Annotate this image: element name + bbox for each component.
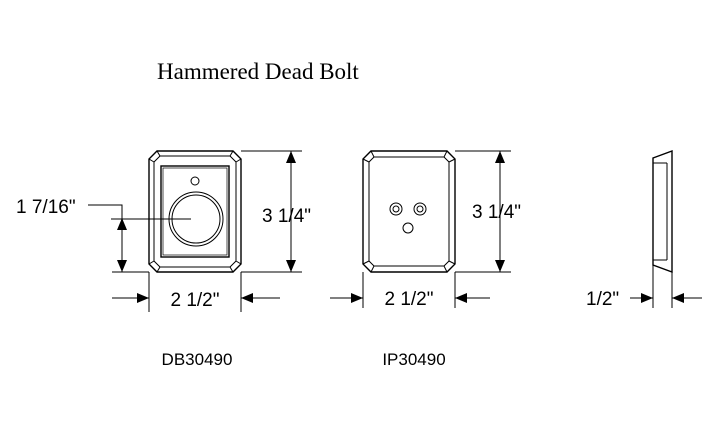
db30490-plate <box>148 150 242 273</box>
ip30490-plate <box>362 150 456 273</box>
diagram-title: Hammered Dead Bolt <box>157 59 359 84</box>
side-depth-label: 1/2" <box>586 289 619 310</box>
side-view-plate <box>630 149 702 308</box>
ip-width-label: 2 1/2" <box>384 289 433 310</box>
db30490-dimensions <box>88 150 302 312</box>
db-center-height-label: 1 7/16" <box>16 197 76 218</box>
ip-model-label: IP30490 <box>382 350 445 369</box>
db-width-label: 2 1/2" <box>170 290 219 311</box>
db-height-label: 3 1/4" <box>262 206 311 227</box>
db-model-label: DB30490 <box>162 350 233 369</box>
ip30490-dimensions <box>330 150 511 308</box>
ip-height-label: 3 1/4" <box>472 202 521 223</box>
